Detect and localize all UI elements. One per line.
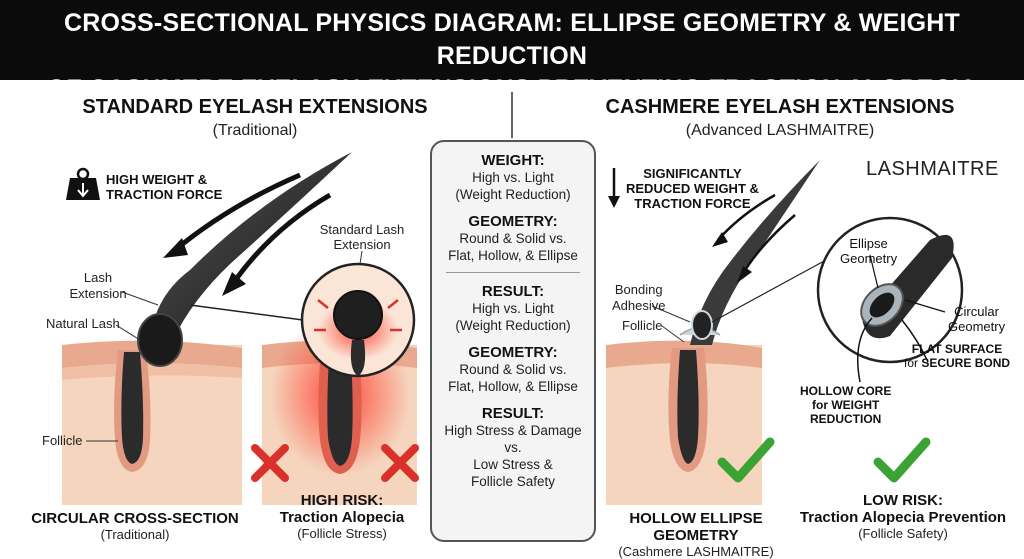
weight-icon xyxy=(66,167,100,200)
comparison-divider xyxy=(446,272,580,273)
left-lash-extension xyxy=(137,152,352,367)
brand-logo-text: LASHMAITRE xyxy=(866,158,999,180)
right-heading: CASHMERE EYELASH EXTENSIONS xyxy=(605,96,955,118)
natural-lash-label: Natural Lash xyxy=(46,316,120,331)
right-follicle-label: Follicle xyxy=(622,318,663,333)
right-lash-extension xyxy=(679,160,820,345)
right-caption-1: HOLLOW ELLIPSE GEOMETRY (Cashmere LASHMA… xyxy=(618,510,774,559)
left-force-arrows xyxy=(163,172,332,296)
danger-x-icon-1 xyxy=(251,444,289,482)
right-subheading: (Advanced LASHMAITRE) xyxy=(685,122,875,139)
lash-extension-label: Lash Extension xyxy=(69,270,127,301)
left-caption-2: HIGH RISK: Traction Alopecia (Follicle S… xyxy=(279,492,405,541)
leader-line xyxy=(661,325,685,343)
comparison-box: WEIGHT: High vs. Light (Weight Reduction… xyxy=(430,140,596,542)
title-line-1: CROSS-SECTIONAL PHYSICS DIAGRAM: ELLIPSE… xyxy=(64,9,960,70)
title-bar: CROSS-SECTIONAL PHYSICS DIAGRAM: ELLIPSE… xyxy=(0,0,1024,103)
right-caption-2: LOW RISK: Traction Alopecia Prevention (… xyxy=(799,492,1007,541)
hollow-core-label: HOLLOW CORE for WEIGHT REDUCTION xyxy=(800,384,892,426)
comparison-item-geometry: GEOMETRY: Round & Solid vs. Flat, Hollow… xyxy=(448,213,578,263)
bonding-adhesive-label: Bonding Adhesive xyxy=(612,282,666,313)
circular-geometry-label: Circular Geometry xyxy=(948,304,1006,334)
safe-check-icon-2 xyxy=(873,437,931,483)
leader-line xyxy=(115,324,141,341)
left-caption-1: CIRCULAR CROSS-SECTION (Traditional) xyxy=(31,510,239,542)
left-weight-label: HIGH WEIGHT & TRACTION FORCE xyxy=(106,172,223,202)
zoom-standard-lash-label: Standard Lash Extension xyxy=(319,222,405,252)
flat-surface-label: FLAT SURFACE for SECURE BOND xyxy=(904,342,1011,370)
right-force-arrows xyxy=(712,193,796,283)
comparison-item-result: RESULT: High vs. Light (Weight Reduction… xyxy=(455,283,571,333)
comparison-item-result-2: RESULT: High Stress & Damage vs. Low Str… xyxy=(444,405,582,489)
left-heading: STANDARD EYELASH EXTENSIONS xyxy=(82,96,428,118)
leader-line xyxy=(901,319,929,363)
leader-line xyxy=(651,305,691,323)
leader-line xyxy=(359,250,363,265)
right-zoom-circle xyxy=(711,216,964,364)
comparison-item-weight: WEIGHT: High vs. Light (Weight Reduction… xyxy=(455,152,571,202)
ellipse-geometry-label: Ellipse Geometry xyxy=(840,236,898,266)
left-zoom-circle xyxy=(189,262,416,378)
comparison-item-geometry-2: GEOMETRY: Round & Solid vs. Flat, Hollow… xyxy=(448,344,578,394)
safe-check-icon-1 xyxy=(717,437,775,483)
left-skin-block xyxy=(62,340,242,505)
down-arrow-icon xyxy=(608,168,620,208)
left-follicle-label: Follicle xyxy=(42,433,83,448)
danger-x-icon-2 xyxy=(381,444,419,482)
left-subheading: (Traditional) xyxy=(212,122,298,139)
right-skin-block xyxy=(606,340,762,505)
right-weight-label: SIGNIFICANTLY REDUCED WEIGHT & TRACTION … xyxy=(626,166,759,211)
leader-line xyxy=(121,291,159,306)
leader-line xyxy=(857,317,873,383)
